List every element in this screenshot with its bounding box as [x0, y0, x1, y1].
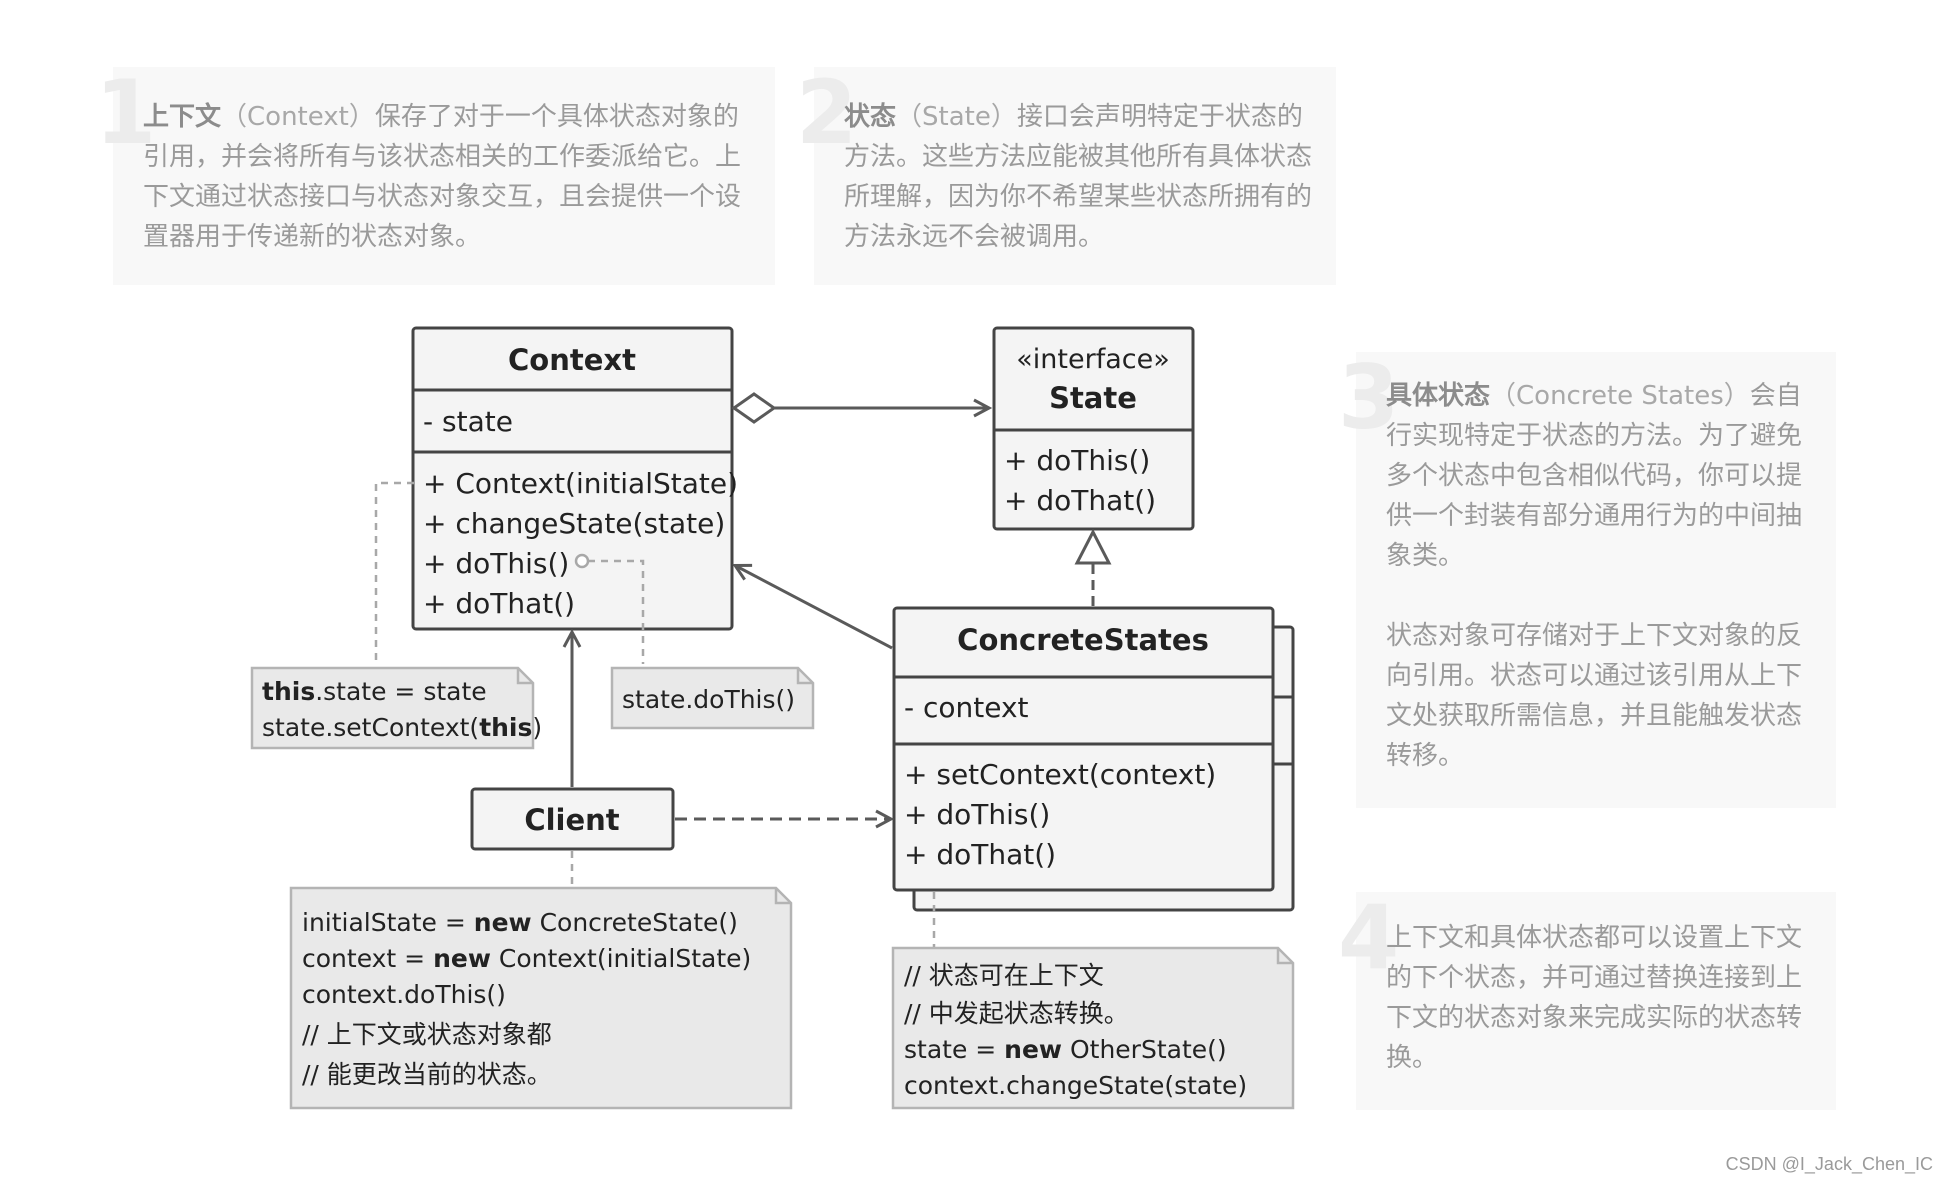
concrete-field-context: - context	[904, 691, 1029, 724]
state-method-dothis: + doThis()	[1004, 444, 1150, 477]
note-3-text: 会自行实现特定于状态的方法。为了避免多个状态中包含相似代码，你可以提供一个封装有…	[1386, 381, 1803, 571]
concrete-method-dothis: + doThis()	[904, 798, 1050, 831]
setter-kw-this-2: this	[479, 713, 532, 742]
note-concrete: // 状态可在上下文 // 中发起状态转换。 state = new Other…	[891, 946, 1295, 1110]
note-4-text: 上下文和具体状态都可以设置上下文的下个状态，并可通过替换连接到上下文的状态对象来…	[1386, 923, 1803, 1073]
note-3-number: 3	[1338, 346, 1400, 449]
context-field-state: - state	[423, 405, 513, 438]
note-setter: this.state = state state.setContext(this…	[250, 666, 542, 750]
setter-line1-rest: .state = state	[315, 677, 486, 706]
svg-text:this.state = state: this.state = state	[262, 677, 487, 706]
note-2-number: 2	[796, 61, 858, 164]
context-method-dothis: + doThis()	[423, 547, 569, 580]
note-delegate: state.doThis()	[610, 666, 815, 730]
concrete-method-setcontext: + setContext(context)	[904, 758, 1216, 791]
note-1-term-en: （Context）	[221, 102, 375, 132]
note-3-text2: 状态对象可存储对于上下文对象的反向引用。状态可以通过该引用从上下文处获取所需信息…	[1386, 621, 1803, 771]
note-panel-4: 4 上下文和具体状态都可以设置上下文的下个状态，并可通过替换连接到上下文的状态对…	[1338, 892, 1836, 1110]
client-name: Client	[524, 803, 619, 837]
state-method-dothat: + doThat()	[1004, 484, 1156, 517]
client-class: Client	[470, 787, 675, 851]
client-line1-pre: initialState =	[302, 908, 474, 937]
client-line2-post: Context(initialState)	[491, 944, 751, 973]
delegate-line: state.doThis()	[622, 685, 795, 714]
setter-line2-post: )	[532, 713, 542, 742]
concrete-states-name: ConcreteStates	[957, 623, 1209, 657]
concrete-line4: context.changeState(state)	[904, 1071, 1247, 1100]
context-class: Context - state + Context(initialState) …	[411, 326, 738, 631]
dothis-connector-dot	[574, 553, 590, 569]
client-line1-kw: new	[474, 908, 532, 937]
svg-text:initialState = new ConcreteSta: initialState = new ConcreteState()	[302, 908, 738, 937]
client-line2-pre: context =	[302, 944, 433, 973]
svg-text:state = new OtherState(): state = new OtherState()	[904, 1035, 1227, 1064]
note-client: initialState = new ConcreteState() conte…	[289, 886, 793, 1110]
note-2-text: 接口会声明特定于状态的方法。这些方法应能被其他所有具体状态所理解，因为你不希望某…	[844, 102, 1313, 252]
context-class-name: Context	[508, 343, 636, 377]
concrete-line3-kw: new	[1004, 1035, 1062, 1064]
state-interface: «interface» State + doThis() + doThat()	[992, 326, 1195, 531]
note-panel-2: 2 状态（State）接口会声明特定于状态的方法。这些方法应能被其他所有具体状态…	[796, 67, 1336, 285]
note-1-text: 保存了对于一个具体状态对象的引用，并会将所有与该状态相关的工作委派给它。上下文通…	[143, 102, 742, 252]
note-2-term: 状态	[844, 102, 897, 132]
state-interface-name: State	[1049, 381, 1137, 415]
aggregation-context-state	[731, 392, 988, 424]
context-method-changestate: + changeState(state)	[423, 507, 725, 540]
concrete-line3-pre: state =	[904, 1035, 1004, 1064]
client-line4: // 上下文或状态对象都	[302, 1020, 552, 1049]
setter-line2-pre: state.setContext(	[262, 713, 479, 742]
note-1-term: 上下文	[143, 102, 222, 132]
client-line2-kw: new	[433, 944, 491, 973]
watermark: CSDN @I_Jack_Chen_IC	[1725, 1154, 1933, 1174]
concrete-line3-post: OtherState()	[1062, 1035, 1227, 1064]
realization-concrete-state	[1074, 528, 1112, 606]
concrete-line2: // 中发起状态转换。	[904, 999, 1129, 1028]
client-line3: context.doThis()	[302, 980, 506, 1009]
concrete-method-dothat: + doThat()	[904, 838, 1056, 871]
note-connectors	[374, 481, 936, 948]
context-method-dothat: + doThat()	[423, 587, 575, 620]
association-concrete-context	[736, 566, 893, 650]
setter-kw-this-1: this	[262, 677, 315, 706]
client-line1-post: ConcreteState()	[532, 908, 738, 937]
note-1-number: 1	[95, 61, 157, 164]
svg-text:state.setContext(this): state.setContext(this)	[262, 713, 542, 742]
note-panel-3: 3 具体状态（Concrete States）会自行实现特定于状态的方法。为了避…	[1338, 352, 1836, 808]
concrete-line1: // 状态可在上下文	[904, 961, 1104, 990]
note-panel-1: 1 上下文（Context）保存了对于一个具体状态对象的引用，并会将所有与该状态…	[95, 67, 775, 285]
svg-text:context = new Context(initialS: context = new Context(initialState)	[302, 944, 751, 973]
client-line5: // 能更改当前的状态。	[302, 1060, 552, 1089]
state-stereotype: «interface»	[1016, 344, 1169, 375]
concrete-states-class: ConcreteStates - context + setContext(co…	[892, 606, 1295, 912]
note-4-number: 4	[1338, 886, 1400, 989]
context-method-constructor: + Context(initialState)	[423, 467, 738, 500]
note-3-term-en: （Concrete States）	[1490, 381, 1750, 411]
note-3-term: 具体状态	[1386, 381, 1491, 411]
note-2-term-en: （State）	[896, 102, 1017, 132]
